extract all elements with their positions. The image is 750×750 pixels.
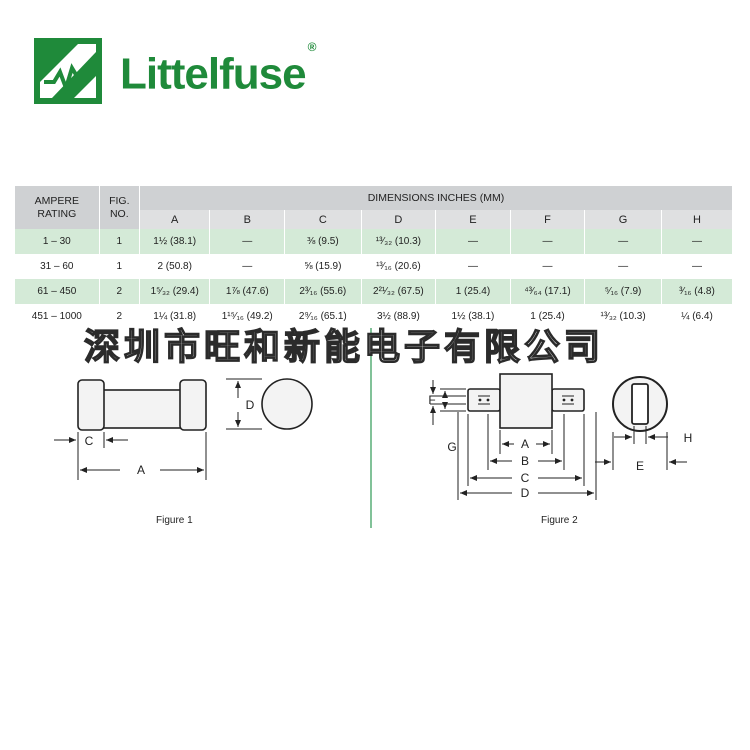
cell-d: ¹³⁄₃₂ (10.3) (360, 229, 436, 254)
watermark-text: 深圳市旺和新能电子有限公司 (83, 326, 605, 368)
cell-f: — (509, 229, 585, 254)
header-ampere-line2: RATING (37, 207, 77, 220)
cell-rating: 61 – 450 (14, 279, 100, 304)
cell-f: ⁴³⁄₆₄ (17.1) (509, 279, 585, 304)
cell-e: — (435, 229, 511, 254)
figure2-label-a: A (521, 437, 529, 451)
figure2-label-b: B (521, 454, 529, 468)
cell-a: 1¼ (31.8) (138, 304, 210, 329)
cell-c: ⅝ (15.9) (284, 254, 362, 279)
col-header-g: G (584, 210, 662, 229)
figure1-fuse-drawing (77, 379, 207, 431)
brand-name-text: Littelfuse (120, 49, 307, 99)
col-header-a: A (138, 210, 210, 229)
cell-b: — (209, 229, 285, 254)
header-fig-line2: NO. (109, 207, 129, 220)
registered-mark: ® (307, 40, 317, 54)
figure2-label-d: D (521, 486, 530, 500)
header-fig-no: FIG. NO. (98, 186, 140, 229)
figure1-caption: Figure 1 (156, 515, 193, 526)
cell-rating: 1 – 30 (14, 229, 100, 254)
cell-fig: 1 (98, 229, 140, 254)
cell-h: — (660, 229, 732, 254)
littelfuse-logo-icon (34, 38, 102, 104)
figure1-label-d: D (246, 398, 255, 412)
cell-g: — (584, 254, 662, 279)
figure2-label-h: H (684, 431, 693, 445)
cell-fig: 2 (98, 304, 140, 329)
col-header-h: H (660, 210, 732, 229)
figure1-label-a: A (137, 463, 145, 477)
col-header-f: F (509, 210, 585, 229)
brand-name: Littelfuse® (120, 40, 316, 100)
cell-fig: 2 (98, 279, 140, 304)
cell-f: — (509, 254, 585, 279)
figure1-end-view (261, 378, 313, 430)
cell-rating: 31 – 60 (14, 254, 100, 279)
cell-b: 1⅞ (47.6) (209, 279, 285, 304)
cell-g: ⁵⁄₁₆ (7.9) (584, 279, 662, 304)
table-row: 61 – 450 2 1⁵⁄₃₂ (29.4) 1⅞ (47.6) 2³⁄₁₆ … (14, 279, 732, 304)
cell-f: 1 (25.4) (509, 304, 585, 329)
header-dimensions: DIMENSIONS INCHES (MM) (138, 186, 732, 210)
col-header-e: E (435, 210, 511, 229)
cell-g: — (584, 229, 662, 254)
table-row: 1 – 30 1 1½ (38.1) — ⅜ (9.5) ¹³⁄₃₂ (10.3… (14, 229, 732, 254)
dimensions-table: AMPERE RATING FIG. NO. DIMENSIONS INCHES… (14, 186, 732, 329)
cell-c: ⅜ (9.5) (284, 229, 362, 254)
cell-c: 2⁹⁄₁₆ (65.1) (284, 304, 362, 329)
table-row: 31 – 60 1 2 (50.8) — ⅝ (15.9) ¹³⁄₁₆ (20.… (14, 254, 732, 279)
table-row: 451 – 1000 2 1¼ (31.8) 1¹⁵⁄₁₆ (49.2) 2⁹⁄… (14, 304, 732, 329)
header-ampere-line1: AMPERE (34, 194, 79, 207)
cell-a: 2 (50.8) (138, 254, 210, 279)
cell-c: 2³⁄₁₆ (55.6) (284, 279, 362, 304)
col-header-c: C (284, 210, 362, 229)
header-fig-line1: FIG. (109, 194, 130, 207)
cell-h: — (660, 254, 732, 279)
cell-rating: 451 – 1000 (14, 304, 100, 329)
cell-b: — (209, 254, 285, 279)
figure2-fuse-drawing (467, 373, 585, 429)
cell-d: 2²¹⁄₃₂ (67.5) (360, 279, 436, 304)
cell-h: ³⁄₁₆ (4.8) (660, 279, 732, 304)
col-header-b: B (209, 210, 285, 229)
cell-e: — (435, 254, 511, 279)
header-ampere-rating: AMPERE RATING (14, 186, 100, 229)
cell-g: ¹³⁄₃₂ (10.3) (584, 304, 662, 329)
cell-fig: 1 (98, 254, 140, 279)
figure2-label-f: F (428, 393, 435, 407)
cell-e: 1 (25.4) (435, 279, 511, 304)
figure2-caption: Figure 2 (541, 515, 578, 526)
cell-a: 1½ (38.1) (138, 229, 210, 254)
cell-h: ¼ (6.4) (660, 304, 732, 329)
cell-d: ¹³⁄₁₆ (20.6) (360, 254, 436, 279)
cell-e: 1½ (38.1) (435, 304, 511, 329)
figure2-label-e: E (636, 459, 644, 473)
col-header-d: D (360, 210, 436, 229)
figure2-label-g: G (447, 440, 456, 454)
cell-d: 3½ (88.9) (360, 304, 436, 329)
figure1-label-c: C (85, 434, 94, 448)
figure2-label-c: C (521, 471, 530, 485)
cell-a: 1⁵⁄₃₂ (29.4) (138, 279, 210, 304)
cell-b: 1¹⁵⁄₁₆ (49.2) (209, 304, 285, 329)
